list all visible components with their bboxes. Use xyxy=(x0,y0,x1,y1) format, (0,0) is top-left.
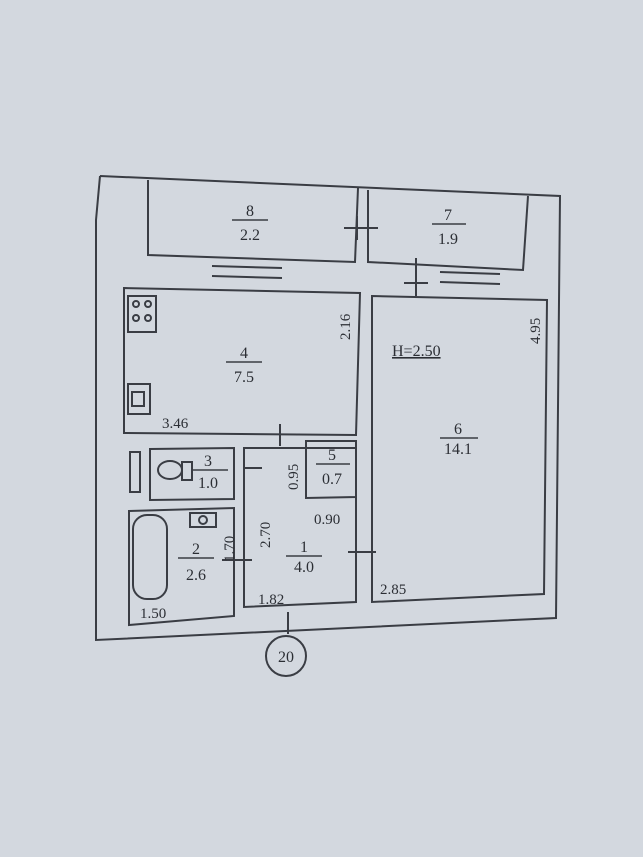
stove-icon xyxy=(127,295,157,333)
room-2-area: 2.6 xyxy=(186,567,206,584)
dim-2-16: 2.16 xyxy=(338,313,354,340)
walls xyxy=(95,175,562,642)
room-3-number: 3 xyxy=(204,453,212,470)
dim-3-46: 3.46 xyxy=(162,416,189,432)
room-8-number: 8 xyxy=(246,203,254,220)
dim-4-95: 4.95 xyxy=(528,318,544,344)
sink-icon xyxy=(127,383,151,415)
bathtub-icon xyxy=(132,514,168,600)
room-5-number: 5 xyxy=(328,447,336,464)
axis-marker-label: 20 xyxy=(278,649,294,666)
room-6-number: 6 xyxy=(454,421,462,438)
room-1-area: 4.0 xyxy=(294,559,314,576)
dim-0-95: 0.95 xyxy=(286,464,302,490)
dim-2-70: 2.70 xyxy=(258,522,274,548)
room-7-number: 7 xyxy=(444,207,452,224)
ceiling-height-label: H=2.50 xyxy=(392,343,441,360)
room-6-wall xyxy=(371,294,549,604)
dim-1-70: 1.70 xyxy=(222,536,238,562)
dim-0-90: 0.90 xyxy=(314,512,340,528)
room-1-wall xyxy=(243,447,357,609)
dim-1-50: 1.50 xyxy=(140,606,166,622)
window-8 xyxy=(211,265,283,269)
room-2-wall xyxy=(128,506,235,627)
room-2-number: 2 xyxy=(192,541,200,558)
room-3-wall xyxy=(149,446,235,502)
axis-marker: 20 xyxy=(265,635,307,677)
room-7-area: 1.9 xyxy=(438,231,458,248)
room-1-number: 1 xyxy=(300,539,308,556)
room-4-area: 7.5 xyxy=(234,369,254,386)
dim-2-85: 2.85 xyxy=(380,582,406,598)
room-4-number: 4 xyxy=(240,345,248,362)
room-3-area: 1.0 xyxy=(198,475,218,492)
room-5-area: 0.7 xyxy=(322,471,342,488)
room-8-area: 2.2 xyxy=(240,227,260,244)
basin-icon xyxy=(189,512,217,528)
dim-1-82: 1.82 xyxy=(258,592,284,608)
hall-cabinet xyxy=(129,451,141,493)
room-4-wall xyxy=(123,286,362,437)
outer-wall xyxy=(95,175,562,642)
window-7 xyxy=(439,271,501,275)
balcony-7-wall xyxy=(367,190,529,272)
toilet-icon xyxy=(157,460,193,481)
room-6-area: 14.1 xyxy=(444,441,472,458)
